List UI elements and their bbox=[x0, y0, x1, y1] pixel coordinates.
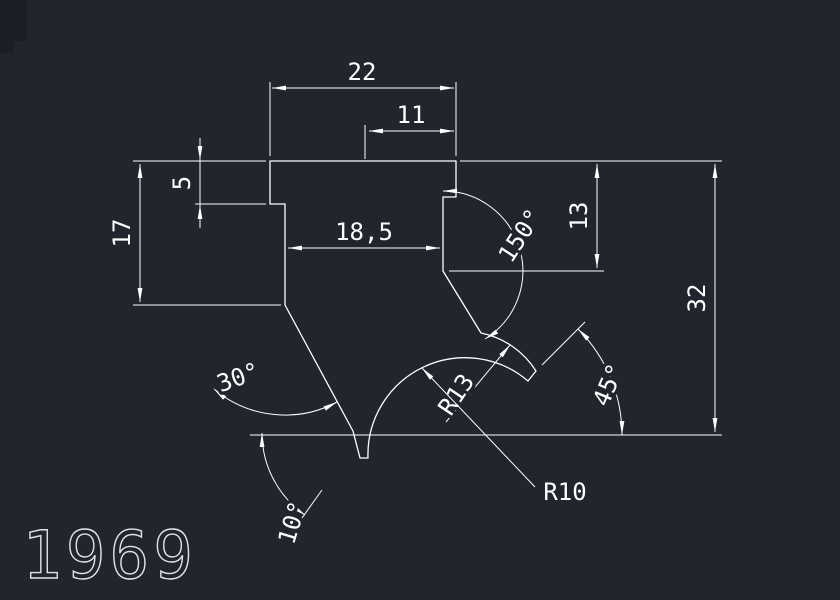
profile-outline bbox=[269, 160, 537, 459]
dim-17-label: 17 bbox=[108, 219, 136, 248]
dim-13-label: 13 bbox=[565, 202, 593, 231]
dim-r10-label: R10 bbox=[543, 478, 586, 506]
extension-line bbox=[541, 321, 586, 366]
dim-30-label: 30° bbox=[213, 357, 263, 398]
dim-5-label: 5 bbox=[168, 176, 196, 190]
dim-22-label: 22 bbox=[348, 58, 377, 86]
dimension-arc bbox=[213, 388, 338, 416]
dimension-5: 5 bbox=[168, 138, 266, 228]
dimension-angle-10: 10° bbox=[259, 432, 323, 551]
dimension-11: 11 bbox=[364, 101, 454, 159]
ui-corner-artifact-small bbox=[0, 41, 14, 53]
part-number-label: 1969 bbox=[22, 517, 197, 594]
dimension-angle-45: 45° bbox=[541, 321, 633, 436]
profile-path bbox=[269, 160, 537, 459]
dimension-22: 22 bbox=[269, 58, 457, 156]
dim-11-label: 11 bbox=[397, 101, 426, 129]
dimension-radius-r10: R10 bbox=[421, 367, 590, 510]
dimension-arc bbox=[577, 328, 625, 436]
dim-18-5-label: 18,5 bbox=[335, 218, 393, 246]
dim-32-label: 32 bbox=[683, 284, 711, 313]
dimension-angle-150: 150° bbox=[442, 188, 551, 340]
radius-leader-line bbox=[445, 344, 511, 423]
radius-leader-line bbox=[421, 367, 536, 488]
dimension-18-5: 18,5 bbox=[288, 218, 440, 251]
dimension-arc bbox=[259, 432, 306, 516]
dim-45-label: 45° bbox=[587, 359, 630, 410]
ui-corner-artifact bbox=[0, 0, 27, 41]
dimension-17: 17 bbox=[108, 160, 281, 306]
dimension-arc bbox=[442, 188, 524, 340]
dim-10-label: 10° bbox=[273, 498, 312, 548]
dim-150-label: 150° bbox=[493, 204, 548, 268]
dimension-radius-r13: R13 bbox=[429, 344, 511, 424]
dimension-32: 32 bbox=[250, 160, 722, 436]
dim-r13-label: R13 bbox=[433, 369, 480, 421]
